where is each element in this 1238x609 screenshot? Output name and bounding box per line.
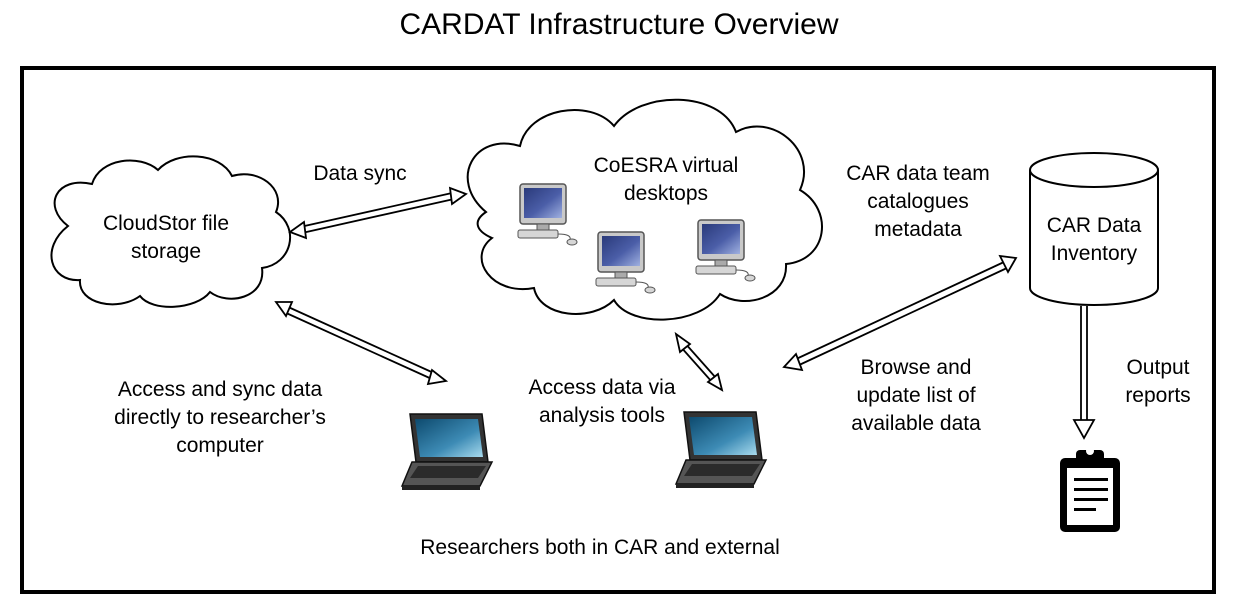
coesra-cloud-shape (466, 98, 823, 321)
browse-label-line2: update list of (856, 384, 976, 407)
inventory-label: CAR Data Inventory (1024, 212, 1164, 268)
access-sync-label-line3: computer (176, 434, 264, 457)
arrow-output-reports (1072, 306, 1096, 440)
diagram-frame (20, 66, 1216, 594)
inventory-label-line1: CAR Data (1046, 214, 1142, 237)
catalogue-label-line1: CAR data team (846, 162, 990, 185)
browse-label-line3: available data (851, 412, 981, 435)
laptop-icon (401, 413, 493, 491)
cloudstor-label-line2: storage (130, 240, 202, 263)
researchers-label: Researchers both in CAR and external (420, 536, 780, 559)
data-sync-label-line1: Data sync (313, 162, 407, 185)
catalogue-label-line3: metadata (874, 218, 962, 241)
database-cylinder-icon (1029, 152, 1159, 306)
output-reports-label-line2: reports (1125, 384, 1191, 407)
coesra-label-line2: desktops (623, 182, 709, 205)
arrow-analysis-tools (674, 331, 724, 392)
browse-label-line1: Browse and (860, 356, 972, 379)
data-sync-label: Data sync (290, 160, 430, 188)
cloudstor-label-line1: CloudStor file (102, 212, 230, 235)
access-sync-label: Access and sync data directly to researc… (80, 376, 360, 460)
access-sync-label-line2: directly to researcher’s (114, 406, 326, 429)
arrow-access-sync (274, 301, 449, 386)
arrow-data-sync (288, 186, 468, 240)
inventory-label-line2: Inventory (1050, 242, 1138, 265)
clipboard-report-icon (1060, 447, 1120, 532)
arrow-browse-catalogue (782, 254, 1018, 372)
output-reports-label: Output reports (1104, 354, 1212, 410)
analysis-tools-label-line1: Access data via (528, 376, 676, 399)
coesra-label-line1: CoESRA virtual (593, 154, 739, 177)
cloudstor-cloud-shape (50, 155, 292, 308)
browse-label: Browse and update list of available data (826, 354, 1006, 438)
output-reports-label-line1: Output (1126, 356, 1190, 379)
cloudstor-label: CloudStor file storage (66, 210, 266, 266)
catalogue-label: CAR data team catalogues metadata (826, 160, 1010, 244)
access-sync-label-line1: Access and sync data (117, 378, 323, 401)
coesra-label: CoESRA virtual desktops (566, 152, 766, 208)
analysis-tools-label: Access data via analysis tools (512, 374, 692, 430)
diagram-title: CARDAT Infrastructure Overview (399, 8, 839, 41)
catalogue-label-line2: catalogues (867, 190, 969, 213)
analysis-tools-label-line2: analysis tools (538, 404, 666, 427)
